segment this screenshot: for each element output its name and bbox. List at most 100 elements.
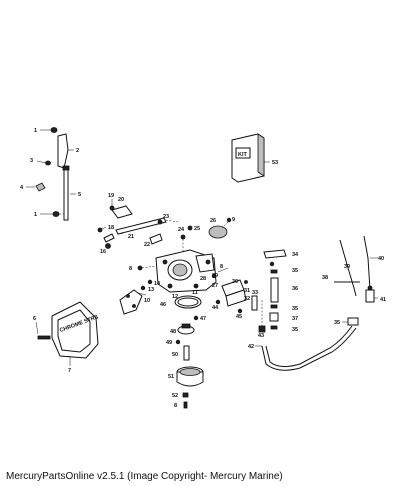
part-12-carburetor-body: 12 [155, 249, 217, 300]
callout-25: 25 [194, 226, 200, 232]
callout-20: 20 [118, 197, 124, 203]
callout-13: 13 [148, 287, 154, 293]
callout-8b: 8 [220, 264, 223, 270]
callout-43: 43 [258, 333, 264, 339]
callout-30: 30 [232, 279, 238, 285]
part-35-washer-a: 35 [270, 268, 298, 274]
part-43-fitting: 43 [258, 300, 266, 339]
callout-52: 52 [172, 393, 178, 399]
callout-22: 22 [144, 242, 150, 248]
part-46-gasket: 46 [160, 295, 202, 309]
callout-46: 46 [160, 302, 166, 308]
callout-37: 37 [292, 316, 298, 322]
callout-51: 51 [168, 374, 174, 380]
callout-44: 44 [212, 305, 219, 311]
callout-1: 1 [34, 128, 37, 134]
callout-8: 8 [129, 266, 132, 272]
callout-39: 39 [344, 264, 350, 270]
callout-45: 45 [236, 314, 242, 320]
part-48-float: 48 [170, 323, 195, 335]
part-34-fitting: 34 [263, 249, 299, 267]
part-23-screw: 23 [157, 214, 169, 225]
callout-4: 4 [20, 185, 24, 191]
callout-35a: 35 [292, 268, 298, 274]
part-26-plug: 26 9 [208, 217, 235, 239]
carburetor-exploded-diagram: 1 2 3 5 4 1 KIT 53 19 [20, 127, 386, 409]
part-18-screw: 18 [97, 225, 114, 233]
callout-50: 50 [172, 352, 178, 358]
part-1-screw-bottom: 1 [34, 211, 64, 218]
part-14-jet: 14 [147, 279, 161, 287]
callout-26: 26 [210, 218, 216, 224]
part-5-link-rod: 5 [62, 165, 81, 221]
part-45-washer: 45 [236, 308, 243, 320]
part-36-filter: 36 [270, 277, 298, 303]
callout-31: 31 [244, 288, 250, 294]
callout-42: 42 [248, 344, 254, 350]
part-42-fuel-line: 42 35 [248, 317, 359, 371]
part-7-air-silencer: CHROME STRS 7 [51, 301, 100, 374]
callout-47: 47 [200, 316, 206, 322]
part-3-clip: 3 [30, 158, 51, 166]
part-27-screw: 27 [211, 273, 218, 289]
part-4-clip: 4 [20, 182, 46, 192]
part-47-screw: 47 [193, 315, 206, 322]
callout-38: 38 [322, 275, 328, 281]
part-52-screw: 52 8 [172, 392, 189, 409]
callout-16: 16 [100, 249, 106, 255]
callout-28: 28 [200, 276, 206, 282]
callout-35b: 35 [292, 306, 298, 312]
callout-48: 48 [170, 329, 176, 335]
part-28-29-spring: 28 29 [200, 267, 229, 282]
part-25-washer: 25 [187, 225, 200, 232]
callout-33: 33 [252, 290, 258, 296]
callout-27: 27 [212, 283, 218, 289]
callout-40: 40 [378, 256, 384, 262]
part-41-knob: 41 [365, 285, 386, 303]
callout-49: 49 [166, 340, 172, 346]
part-37-fitting: 37 [269, 312, 298, 322]
part-38-rod: 38 [322, 275, 360, 283]
part-13-plug: 13 [140, 285, 154, 293]
callout-34: 34 [292, 252, 299, 258]
part-35-washer-c: 35 [270, 325, 298, 333]
callout-11: 11 [192, 290, 198, 296]
callout-14: 14 [154, 281, 161, 287]
callout-35c: 35 [292, 327, 298, 333]
part-49-needle: 49 [166, 339, 181, 346]
part-35-washer-b: 35 [270, 304, 298, 312]
callout-7: 7 [68, 368, 71, 374]
part-44-pin: 44 [212, 299, 221, 311]
callout-35d: 35 [334, 320, 340, 326]
callout-19: 19 [108, 193, 114, 199]
part-19-screw: 19 [108, 193, 115, 211]
part-21-throttle-shaft: 21 [115, 217, 179, 240]
part-1-screw-top: 1 [34, 127, 58, 134]
part-33-fitting: 33 [251, 290, 258, 311]
callout-21: 21 [128, 234, 134, 240]
callout-9: 9 [232, 217, 235, 223]
callout-29: 29 [212, 273, 218, 279]
part-40-rod: 40 [363, 235, 384, 291]
kit-label-text: KIT [238, 152, 248, 158]
part-22-lever: 22 [144, 233, 163, 248]
callout-53b: 8 [174, 403, 177, 409]
part-50-pin: 50 [172, 345, 190, 361]
part-51-float-bowl: 51 [168, 366, 204, 387]
callout-32: 32 [244, 296, 250, 302]
part-53-repair-kit-box: KIT 53 [231, 133, 278, 183]
callout-3: 3 [30, 158, 33, 164]
part-39-rod: 39 [339, 239, 357, 297]
callout-41: 41 [380, 297, 386, 303]
part-8-screw-left: 8 [129, 265, 157, 272]
part-30-31-32-bracket: 30 31 32 [221, 279, 250, 307]
callout-10: 10 [144, 298, 150, 304]
kit-label [235, 147, 251, 159]
part-20-bracket: 20 [111, 197, 133, 219]
part-8-screw-right: 8 [220, 264, 248, 284]
callout-2: 2 [76, 148, 79, 154]
part-16-washer: 16 [100, 243, 111, 255]
image-copyright-caption: MercuryPartsOnline v2.5.1 (Image Copyrig… [6, 471, 283, 482]
callout-23: 23 [163, 214, 169, 220]
part-24-screw: 24 [178, 227, 186, 252]
